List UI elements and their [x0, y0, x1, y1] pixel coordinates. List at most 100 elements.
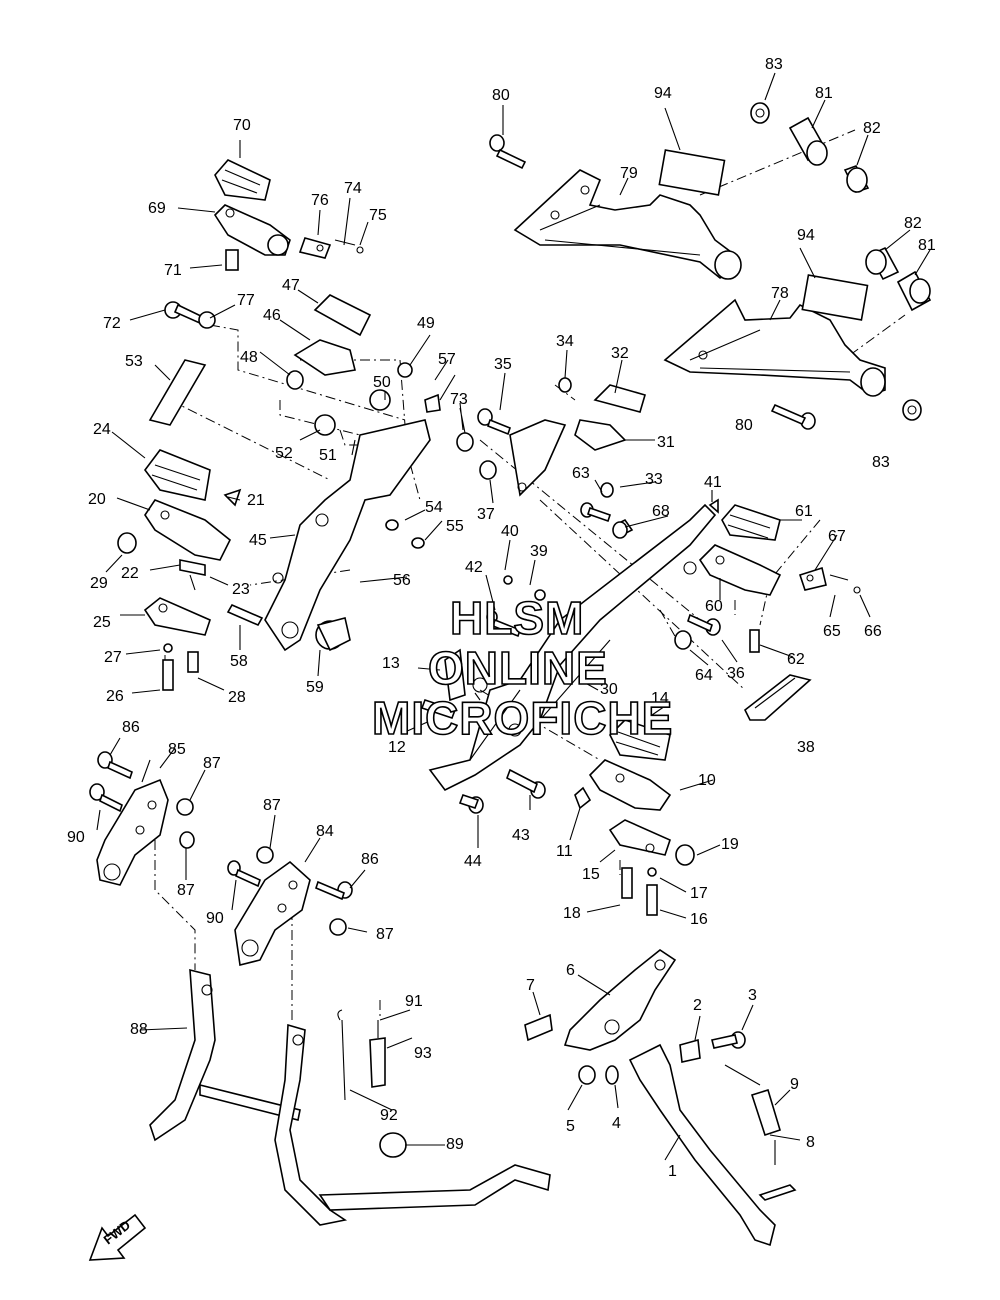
- fwd-direction-badge: FWD: [88, 1213, 147, 1261]
- callout-22: 22: [121, 565, 139, 582]
- callout-17: 17: [690, 885, 708, 902]
- side-stand-1: [524, 949, 797, 1247]
- callout-65: 65: [823, 623, 841, 640]
- callout-94-top: 94: [654, 85, 672, 102]
- callout-89: 89: [446, 1136, 464, 1153]
- callout-5: 5: [566, 1118, 575, 1135]
- callout-21: 21: [247, 492, 265, 509]
- callout-71: 71: [164, 262, 182, 279]
- main-stay-bracket: [420, 377, 760, 814]
- callout-69: 69: [148, 200, 166, 217]
- callout-11: 11: [556, 843, 573, 860]
- callout-84: 84: [316, 823, 334, 840]
- callout-45: 45: [249, 532, 267, 549]
- callout-6: 6: [566, 962, 575, 979]
- callout-61: 61: [795, 503, 813, 520]
- callout-19: 19: [721, 836, 739, 853]
- watermark-line-1: HLSM: [450, 592, 584, 644]
- callout-40: 40: [501, 523, 519, 540]
- callout-48: 48: [240, 349, 258, 366]
- callout-32: 32: [611, 345, 629, 362]
- callout-81-top: 81: [815, 85, 833, 102]
- callout-23: 23: [232, 581, 250, 598]
- passenger-bracket-right-79: [513, 149, 742, 280]
- passenger-footpeg-38: [743, 674, 812, 721]
- callout-26: 26: [106, 688, 124, 705]
- watermark-line-3: MICROFICHE: [372, 692, 673, 744]
- callout-86-bottom: 86: [361, 851, 379, 868]
- callout-50: 50: [373, 374, 391, 391]
- callout-46: 46: [263, 307, 281, 324]
- callout-36: 36: [727, 665, 745, 682]
- passenger-bracket-left-78: [663, 274, 886, 397]
- callout-43: 43: [512, 827, 530, 844]
- right-rider-footpeg: [612, 504, 861, 596]
- callout-72: 72: [103, 315, 121, 332]
- callout-75: 75: [369, 207, 387, 224]
- callout-85: 85: [168, 741, 186, 758]
- callout-2: 2: [693, 997, 702, 1014]
- callout-33: 33: [645, 471, 663, 488]
- callout-25: 25: [93, 614, 111, 631]
- callout-82-top: 82: [863, 120, 881, 137]
- callout-42: 42: [465, 559, 483, 576]
- callout-80-bottom: 80: [735, 417, 753, 434]
- callout-51: 51: [319, 447, 337, 464]
- callout-58: 58: [230, 653, 248, 670]
- callout-28: 28: [228, 689, 246, 706]
- callout-44: 44: [464, 853, 482, 870]
- callout-77: 77: [237, 292, 255, 309]
- callout-27: 27: [104, 649, 122, 666]
- callout-18: 18: [563, 905, 581, 922]
- callout-24: 24: [93, 421, 111, 438]
- callout-9: 9: [790, 1076, 799, 1093]
- callout-78: 78: [771, 285, 789, 302]
- callout-1: 1: [668, 1163, 677, 1180]
- callout-82-bottom: 82: [904, 215, 922, 232]
- callout-67: 67: [828, 528, 846, 545]
- callout-87-d: 87: [376, 926, 394, 943]
- callout-35: 35: [494, 356, 512, 373]
- callout-64: 64: [695, 667, 713, 684]
- callout-38: 38: [797, 739, 815, 756]
- callout-92: 92: [380, 1107, 398, 1124]
- callout-34: 34: [556, 333, 574, 350]
- callout-83-top: 83: [765, 56, 783, 73]
- callout-49: 49: [417, 315, 435, 332]
- callout-55: 55: [446, 518, 464, 535]
- bolts-80: [489, 134, 816, 430]
- callout-3: 3: [748, 987, 757, 1004]
- watermark-line-2: ONLINE: [428, 642, 608, 694]
- callout-4: 4: [612, 1115, 621, 1132]
- callout-8: 8: [806, 1134, 815, 1151]
- callout-39: 39: [530, 543, 548, 560]
- leader-lines: [96, 72, 931, 1161]
- callout-54: 54: [425, 499, 443, 516]
- heel-guards: [148, 294, 413, 426]
- callout-59: 59: [306, 679, 324, 696]
- callout-7: 7: [526, 977, 535, 994]
- callout-83-bottom: 83: [872, 454, 890, 471]
- callout-57: 57: [438, 351, 456, 368]
- callout-87-a: 87: [203, 755, 221, 772]
- callout-52: 52: [275, 445, 293, 462]
- callout-62: 62: [787, 651, 805, 668]
- callout-47: 47: [282, 277, 300, 294]
- center-stand-88: [149, 968, 551, 1226]
- callout-37: 37: [477, 506, 495, 523]
- callout-12: 12: [388, 739, 406, 756]
- rider-footrest-bracket: [264, 389, 474, 652]
- callout-56: 56: [393, 572, 411, 589]
- callout-80-top: 80: [492, 87, 510, 104]
- callout-91: 91: [405, 993, 423, 1010]
- lower-footpeg-assembly: [574, 719, 695, 916]
- callout-30: 30: [600, 681, 618, 698]
- callout-60: 60: [705, 598, 723, 615]
- callout-70: 70: [233, 117, 251, 134]
- callout-90-right: 90: [206, 910, 224, 927]
- callout-16: 16: [690, 911, 708, 928]
- callout-93: 93: [414, 1045, 432, 1062]
- callout-13: 13: [382, 655, 400, 672]
- callout-73: 73: [450, 391, 468, 408]
